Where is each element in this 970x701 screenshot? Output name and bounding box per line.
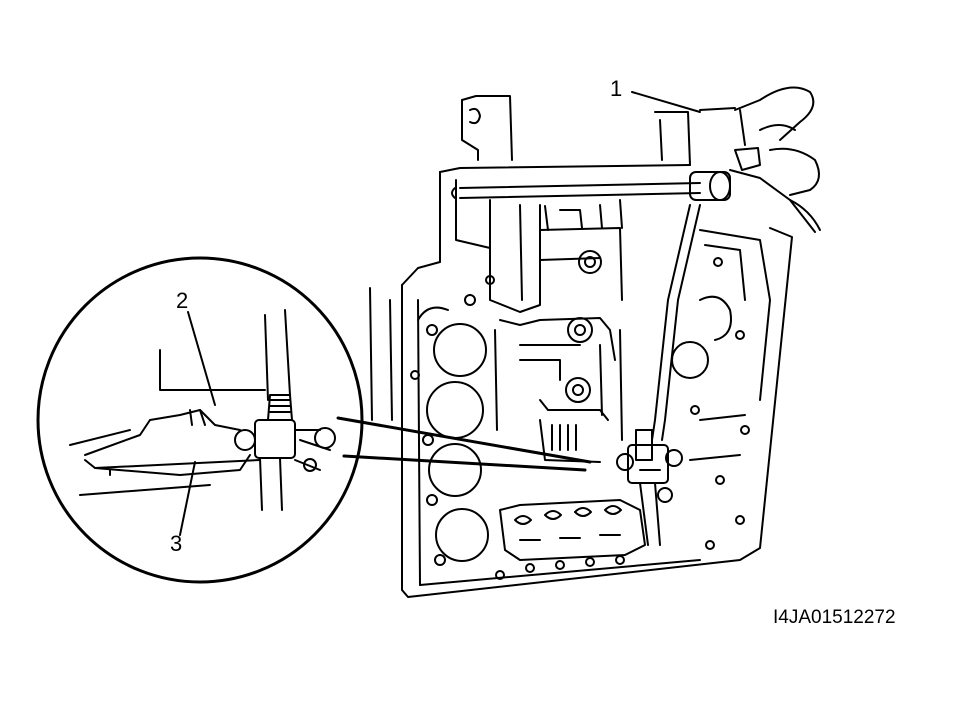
callout-1: 1 — [610, 76, 623, 101]
detail-inset — [38, 258, 590, 582]
callout-3: 3 — [170, 531, 183, 556]
engine-block — [370, 88, 820, 598]
leader-line-3 — [180, 462, 195, 535]
leader-line-2 — [188, 312, 215, 405]
figure-id: I4JA01512272 — [773, 607, 896, 628]
tool-1-pipe — [617, 148, 760, 545]
callout-2: 2 — [176, 288, 189, 313]
leader-line-1 — [632, 92, 700, 112]
